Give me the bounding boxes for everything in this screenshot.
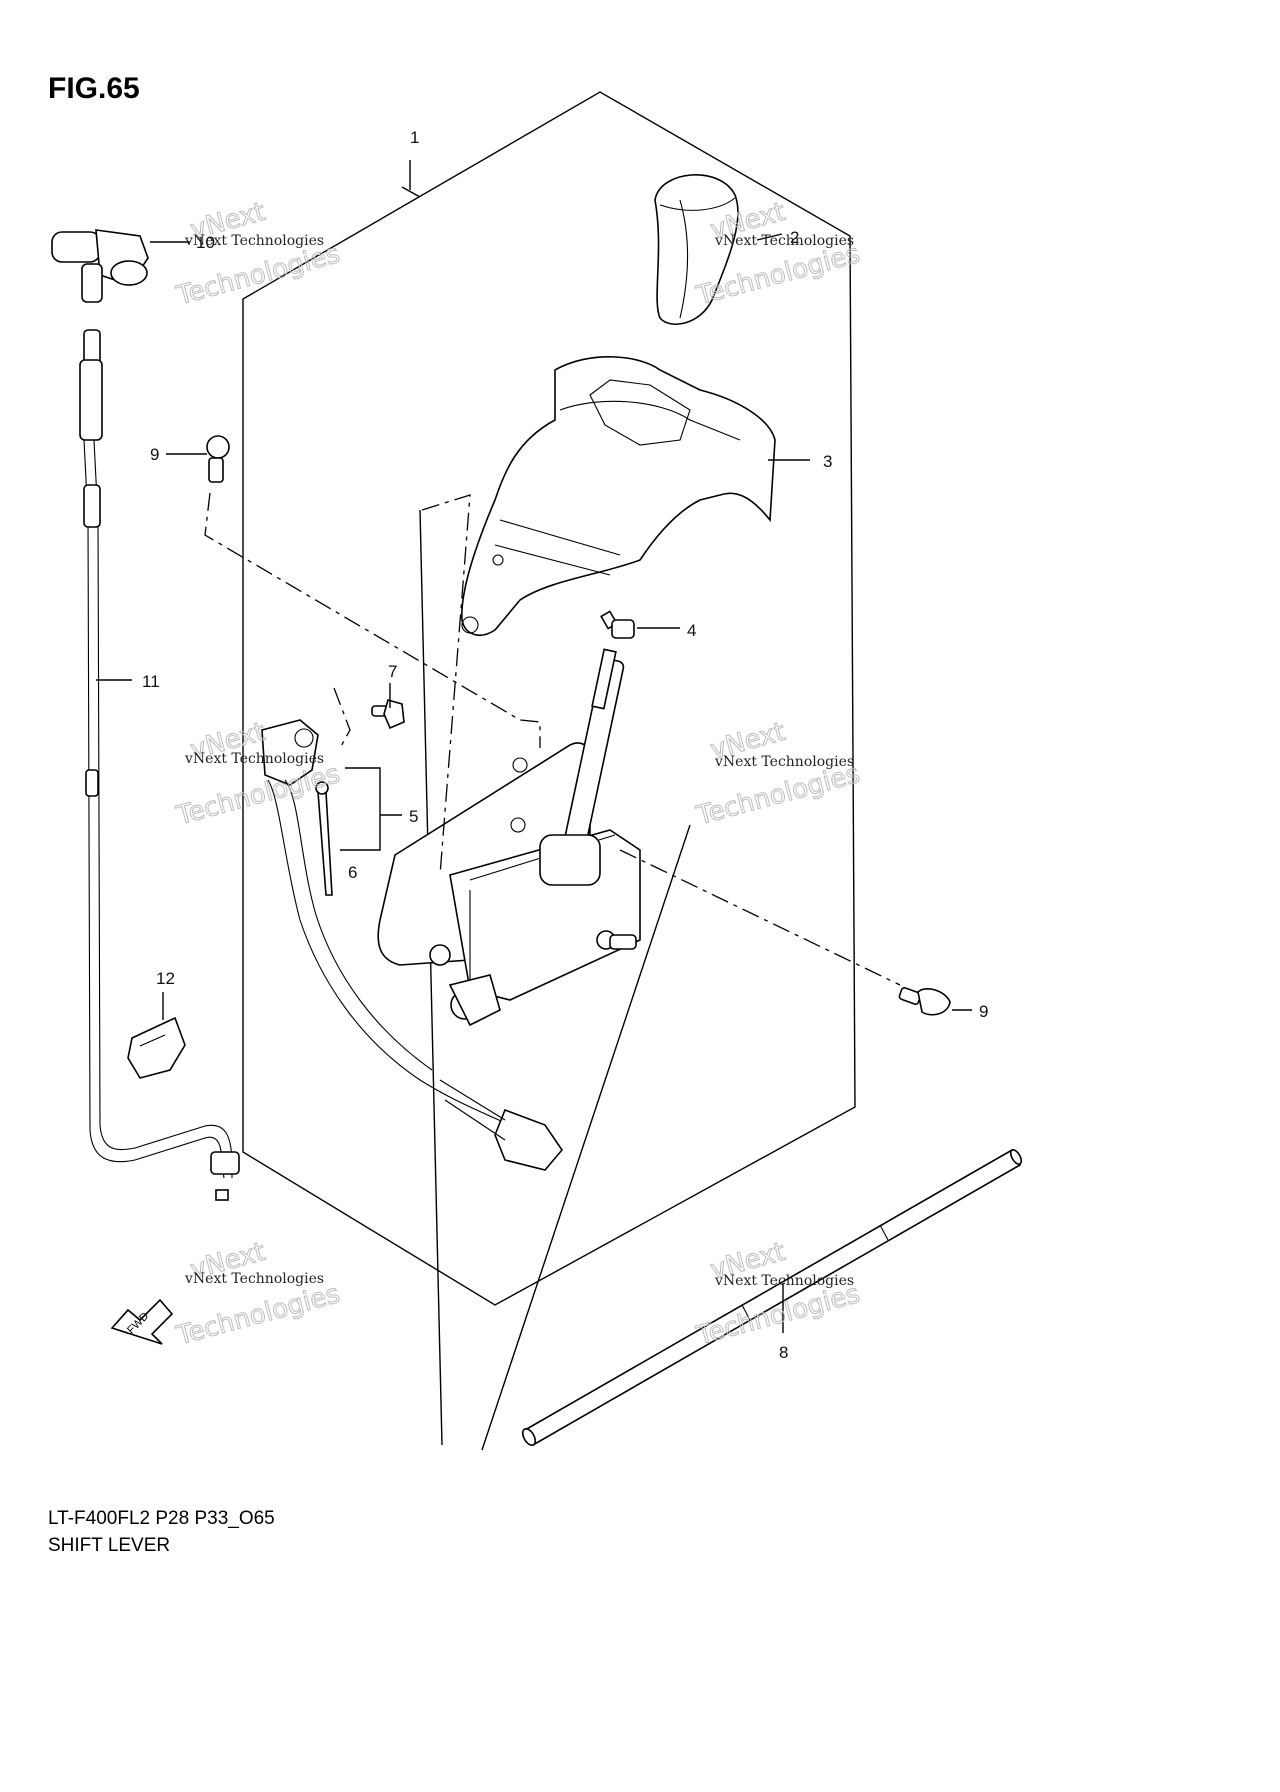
svg-text:vNext Technologies: vNext Technologies xyxy=(714,754,854,770)
figure-name: SHIFT LEVER xyxy=(48,1535,170,1556)
callout-11: 11 xyxy=(142,672,160,691)
callout-8: 8 xyxy=(779,1343,788,1362)
callout-10: 10 xyxy=(196,233,215,252)
bolt-4 xyxy=(600,610,635,639)
cable-clamp-12 xyxy=(127,1016,186,1079)
watermark-top-left: Technologies vNext vNext Technologies xyxy=(172,196,343,312)
shaft-guide-line-left xyxy=(419,509,443,1446)
callout-2: 2 xyxy=(790,228,799,247)
callout-7: 7 xyxy=(388,662,397,681)
cable-tie-6 xyxy=(315,781,333,896)
fwd-direction-arrow: FWD xyxy=(110,1298,174,1345)
svg-text:vNext Technologies: vNext Technologies xyxy=(184,751,324,767)
shift-knob xyxy=(654,174,739,326)
shift-switch-harness xyxy=(261,719,564,1171)
shift-cable-11 xyxy=(83,439,240,1201)
callout-1: 1 xyxy=(410,128,419,147)
callout-5: 5 xyxy=(409,807,418,826)
assembly-outline xyxy=(242,91,856,1306)
alignment-line-c xyxy=(619,849,901,986)
svg-text:vNext Technologies: vNext Technologies xyxy=(184,233,324,249)
bolt-9-right xyxy=(898,986,951,1016)
svg-text:vNext Technologies: vNext Technologies xyxy=(714,233,854,249)
callout-6: 6 xyxy=(348,863,357,882)
svg-text:Technologies: Technologies xyxy=(173,1279,343,1351)
svg-text:Technologies: Technologies xyxy=(173,759,343,831)
shaft-8 xyxy=(521,1148,1023,1447)
callout-9-right: 9 xyxy=(979,1002,988,1021)
callout-12: 12 xyxy=(156,969,175,988)
leader-lines xyxy=(96,233,972,1333)
watermark-bottom-left: Technologies vNext vNext Technologies xyxy=(172,1236,343,1352)
shaft-guide-line-right xyxy=(481,824,691,1451)
shift-cover xyxy=(461,356,776,636)
bolt-9-left xyxy=(206,435,230,483)
callout-9-left: 9 xyxy=(150,445,159,464)
bolt-7 xyxy=(371,699,405,730)
svg-text:vNext Technologies: vNext Technologies xyxy=(184,1271,324,1287)
figure-code: LT-F400FL2 P28 P33_O65 xyxy=(48,1508,275,1529)
callout-4: 4 xyxy=(687,621,696,640)
alignment-line-d xyxy=(333,687,351,749)
svg-text:vNext Technologies: vNext Technologies xyxy=(714,1273,854,1289)
cable-connector-10 xyxy=(51,229,149,441)
figure-title: FIG.65 xyxy=(48,72,140,105)
leader-1 xyxy=(401,186,421,198)
shift-lever-assembly xyxy=(377,648,641,1027)
callout-3: 3 xyxy=(823,452,832,471)
watermark-mid-right: Technologies vNext vNext Technologies xyxy=(692,716,863,832)
alignment-line-b xyxy=(421,494,471,876)
